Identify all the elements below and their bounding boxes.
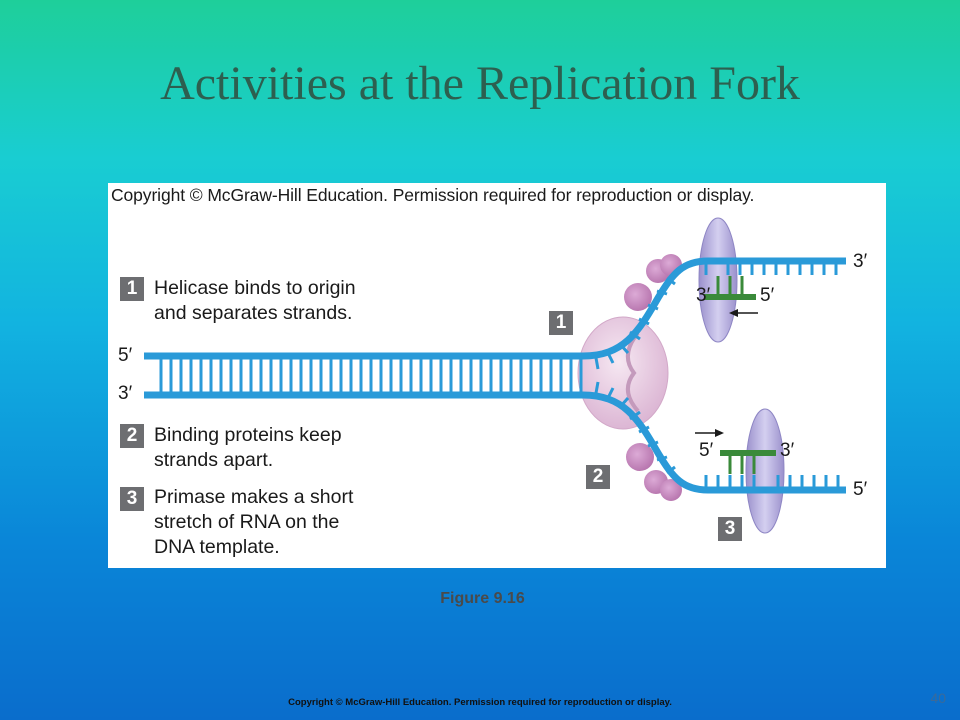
label-left-bottom: 3′ bbox=[118, 383, 133, 404]
step-2-text: Binding proteins keep strands apart. bbox=[154, 424, 342, 471]
primase-lower bbox=[745, 408, 785, 534]
binding-protein bbox=[624, 283, 652, 311]
rna-primer-upper bbox=[704, 276, 756, 300]
binding-proteins bbox=[624, 254, 682, 501]
diagram-step-2-marker: 2 bbox=[586, 465, 610, 489]
replication-fork-diagram bbox=[144, 217, 846, 534]
slide-number: 40 bbox=[930, 690, 946, 706]
step-1-badge: 1 bbox=[120, 277, 144, 301]
diagram-step-1-marker: 1 bbox=[549, 311, 573, 335]
arrow-left-icon bbox=[729, 309, 758, 317]
bottom-strand bbox=[144, 391, 846, 494]
step-3-text: Primase makes a short stretch of RNA on … bbox=[154, 486, 354, 558]
step-1-text: Helicase binds to origin and separates s… bbox=[154, 277, 356, 324]
figure-copyright: Copyright © McGraw-Hill Education. Permi… bbox=[111, 185, 755, 205]
slide-title: Activities at the Replication Fork bbox=[160, 57, 800, 110]
label-upper-primer-3: 3′ bbox=[696, 285, 711, 306]
label-right-bottom: 5′ bbox=[853, 479, 868, 500]
figure-caption: Figure 9.16 bbox=[440, 590, 525, 607]
dna-backbones bbox=[144, 257, 846, 494]
replication-fork-figure: Copyright © McGraw-Hill Education. Permi… bbox=[108, 183, 886, 568]
label-lower-primer-3: 3′ bbox=[780, 440, 795, 461]
footer-copyright: Copyright © McGraw-Hill Education. Permi… bbox=[288, 697, 672, 708]
diagram-step-3-marker: 3 bbox=[718, 517, 742, 541]
top-strand bbox=[144, 257, 846, 360]
label-upper-primer-5: 5′ bbox=[760, 285, 775, 306]
step-2-badge: 2 bbox=[120, 424, 144, 448]
binding-protein bbox=[626, 443, 654, 471]
label-lower-primer-5: 5′ bbox=[699, 440, 714, 461]
arrow-right-icon bbox=[695, 429, 724, 437]
binding-protein bbox=[660, 479, 682, 501]
helicase bbox=[577, 316, 669, 430]
label-left-top: 5′ bbox=[118, 345, 133, 366]
rna-primer-lower bbox=[720, 450, 776, 474]
step-3-badge: 3 bbox=[120, 487, 144, 511]
base-pair-rungs bbox=[159, 358, 583, 393]
label-right-top: 3′ bbox=[853, 251, 868, 272]
